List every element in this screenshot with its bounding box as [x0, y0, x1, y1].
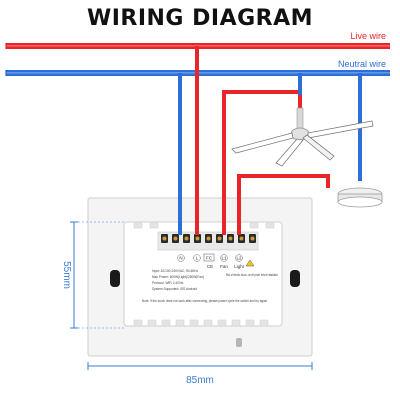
neutral-wire-label: Neutral wire — [338, 59, 386, 69]
spec-line-4: System Supported: iOS Android — [152, 287, 197, 291]
fan-load-wire — [222, 90, 302, 235]
terminal-block — [157, 231, 259, 251]
fan-neutral-wire — [298, 73, 302, 95]
warning-text: Risk of electric shock, cut off power be… — [226, 273, 278, 277]
terminal-label-l: L — [196, 256, 199, 261]
spec-line-1: Input: AC100-240V/AC, 50-60Hz — [152, 269, 198, 273]
height-dimension-label: 55mm — [61, 261, 72, 289]
terminal-label-l1: L1 — [221, 256, 227, 261]
terminal-label-l2: L2 — [236, 256, 242, 261]
terminal-label-n: N — [179, 256, 182, 261]
ceiling-light-icon — [337, 187, 383, 208]
live-wire-label: Live wire — [350, 31, 386, 41]
live-to-switch-wire — [195, 46, 199, 235]
svg-text:CE: CE — [207, 264, 213, 269]
width-dimension — [87, 362, 313, 370]
spec-line-3: Protocol: WiFi 2.4GHz — [152, 281, 184, 285]
ce-mark-icon: CE — [207, 264, 213, 269]
warning-icon — [245, 259, 255, 267]
mounting-slot-bottom — [236, 338, 242, 347]
mounting-slot-right — [290, 270, 300, 287]
neutral-to-switch-wire — [178, 73, 182, 235]
light-load-wire — [237, 174, 330, 235]
diagram-title: WIRING DIAGRAM — [86, 6, 314, 31]
terminal-sublabel-fan: Fan — [220, 264, 228, 269]
spec-line-2: Max Power: 600W(Light)/250W(Fan) — [152, 275, 204, 279]
note-text: Note: If the touch does not work after c… — [142, 299, 268, 303]
terminal-sublabel-light: Light — [234, 264, 245, 269]
vent-fins-bottom — [133, 319, 269, 327]
svg-text:FC: FC — [206, 256, 213, 261]
vent-fins-top — [133, 221, 275, 229]
width-dimension-label: 85mm — [186, 375, 214, 386]
mounting-slot-left — [110, 270, 120, 287]
ceiling-fan-icon — [231, 107, 374, 167]
height-dimension — [70, 221, 124, 329]
fcc-mark-icon: FC — [203, 253, 215, 262]
terminal-labels: N L L1 L2 Fan Light — [177, 254, 245, 269]
